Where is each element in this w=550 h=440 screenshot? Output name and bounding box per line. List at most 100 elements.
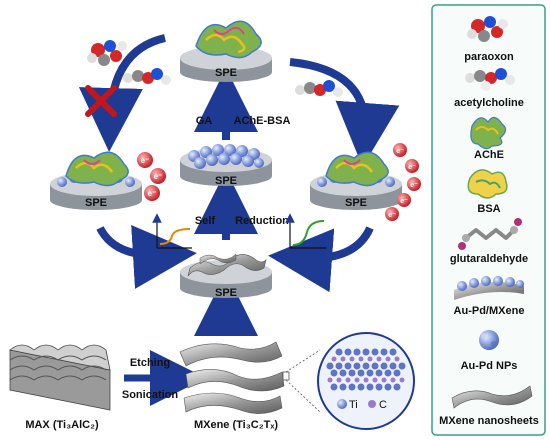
ti-atom	[330, 383, 338, 391]
c-atom	[336, 377, 342, 383]
c-atom	[372, 377, 378, 383]
spe-middle: SPE	[180, 144, 272, 187]
ti-atom-key	[337, 399, 347, 409]
aupd-mxene-icon	[454, 276, 524, 300]
ti-atom	[353, 348, 361, 356]
ti-atom	[371, 348, 379, 356]
c-atom	[381, 377, 387, 383]
ti-atom	[357, 383, 365, 391]
c-atom-key	[368, 400, 376, 408]
spe-right: SPE	[310, 151, 402, 210]
spe-label-bottom: SPE	[215, 287, 237, 299]
ti-atom	[375, 369, 383, 377]
aupd-nps-icon	[479, 330, 499, 350]
c-atom	[376, 356, 382, 362]
max-label: MAX (Ti₃AlC₂)	[25, 419, 99, 431]
ti-atom	[362, 348, 370, 356]
ti-atom	[348, 369, 356, 377]
spe-label-left: SPE	[85, 197, 107, 209]
legend-panel: paraoxon acetylcholine AChE BSA glutaral…	[431, 4, 546, 436]
spe-label-right: SPE	[345, 197, 367, 209]
ti-atom	[393, 383, 401, 391]
legend-label-paraoxon: paraoxon	[464, 51, 514, 63]
legend-label-aupd-nps: Au-Pd NPs	[461, 360, 518, 372]
step-label-etching: Etching	[130, 357, 170, 369]
ti-atom	[384, 369, 392, 377]
spe-bottom: SPE	[180, 253, 272, 299]
c-atom	[354, 377, 360, 383]
step-label-self: Self	[195, 215, 216, 227]
c-atom	[367, 356, 373, 362]
bsa-icon	[467, 169, 508, 199]
electrons-left: e⁻ e⁻ e⁻	[137, 152, 166, 201]
ti-atom	[344, 362, 352, 370]
legend-label-bsa: BSA	[477, 203, 500, 215]
spe-label-middle: SPE	[215, 175, 237, 187]
c-atom	[363, 377, 369, 383]
ti-atom	[380, 348, 388, 356]
arrow-top-to-left	[78, 34, 167, 152]
aupd-nps-layer-middle	[188, 144, 264, 169]
ti-atom	[384, 383, 392, 391]
electrons-right: e⁻ e⁻ e⁻ e⁻ e⁻	[385, 143, 421, 221]
spe-label-top: SPE	[215, 67, 237, 79]
step-label-sonication: Sonication	[122, 389, 179, 401]
ti-atom	[335, 348, 343, 356]
enzyme-cluster-right	[325, 151, 389, 187]
electron-label: e⁻	[400, 198, 408, 205]
legend-label-mxene-nanosheets: MXene nanosheets	[439, 415, 539, 427]
zoom-line	[285, 349, 321, 373]
electron-label: e⁻	[396, 148, 404, 155]
ti-atom	[339, 383, 347, 391]
c-atom	[331, 356, 337, 362]
ache-icon	[470, 116, 507, 150]
c-atom	[399, 377, 405, 383]
mxene-sheets	[179, 341, 285, 414]
ti-atom	[389, 362, 397, 370]
paraoxon-molecule	[87, 40, 127, 66]
ti-atom	[362, 362, 370, 370]
c-atom	[327, 377, 333, 383]
blocked-cross-icon	[85, 85, 117, 117]
ti-atom	[330, 369, 338, 377]
ti-atom	[353, 362, 361, 370]
legend-label-glutaraldehyde: glutaraldehyde	[450, 253, 528, 265]
ti-atom	[335, 362, 343, 370]
c-atom-label: C	[379, 399, 387, 411]
c-atom	[358, 356, 364, 362]
ti-atom	[393, 369, 401, 377]
enzyme-cluster-top	[195, 20, 262, 59]
zoom-line	[285, 379, 321, 413]
c-atom	[345, 377, 351, 383]
glutaraldehyde-icon	[458, 218, 522, 250]
electron-label: e⁻	[408, 164, 416, 171]
legend-label-ache: AChE	[474, 149, 504, 161]
acetylcholine-molecule-left	[123, 68, 171, 85]
step-label-reduction: Reduction	[235, 215, 289, 227]
acetylcholine-molecule-right	[295, 80, 343, 97]
ti-atom	[371, 362, 379, 370]
c-atom	[385, 356, 391, 362]
signal-plot-high	[285, 213, 326, 249]
ti-atom	[339, 369, 347, 377]
legend-label-aupd-mxene: Au-Pd/MXene	[454, 305, 525, 317]
zoom-box	[282, 371, 290, 381]
crystal-structure-inset: Ti C	[317, 332, 415, 430]
step-label-ga: GA	[196, 115, 213, 127]
mxene-nanosheets-icon	[451, 385, 533, 409]
enzyme-cluster-left	[65, 151, 129, 187]
ti-atom	[380, 362, 388, 370]
c-atom	[394, 356, 400, 362]
electron-label: e⁻	[410, 182, 418, 189]
c-atom	[390, 377, 396, 383]
electron-label: e⁻	[148, 189, 157, 198]
spe-top: SPE	[180, 20, 272, 82]
ti-atom	[357, 369, 365, 377]
paraoxon-icon	[467, 16, 508, 42]
ti-atom	[366, 383, 374, 391]
spe-left: SPE	[50, 151, 142, 210]
max-phase-block	[9, 344, 111, 411]
arrow-right-curve	[268, 226, 374, 293]
